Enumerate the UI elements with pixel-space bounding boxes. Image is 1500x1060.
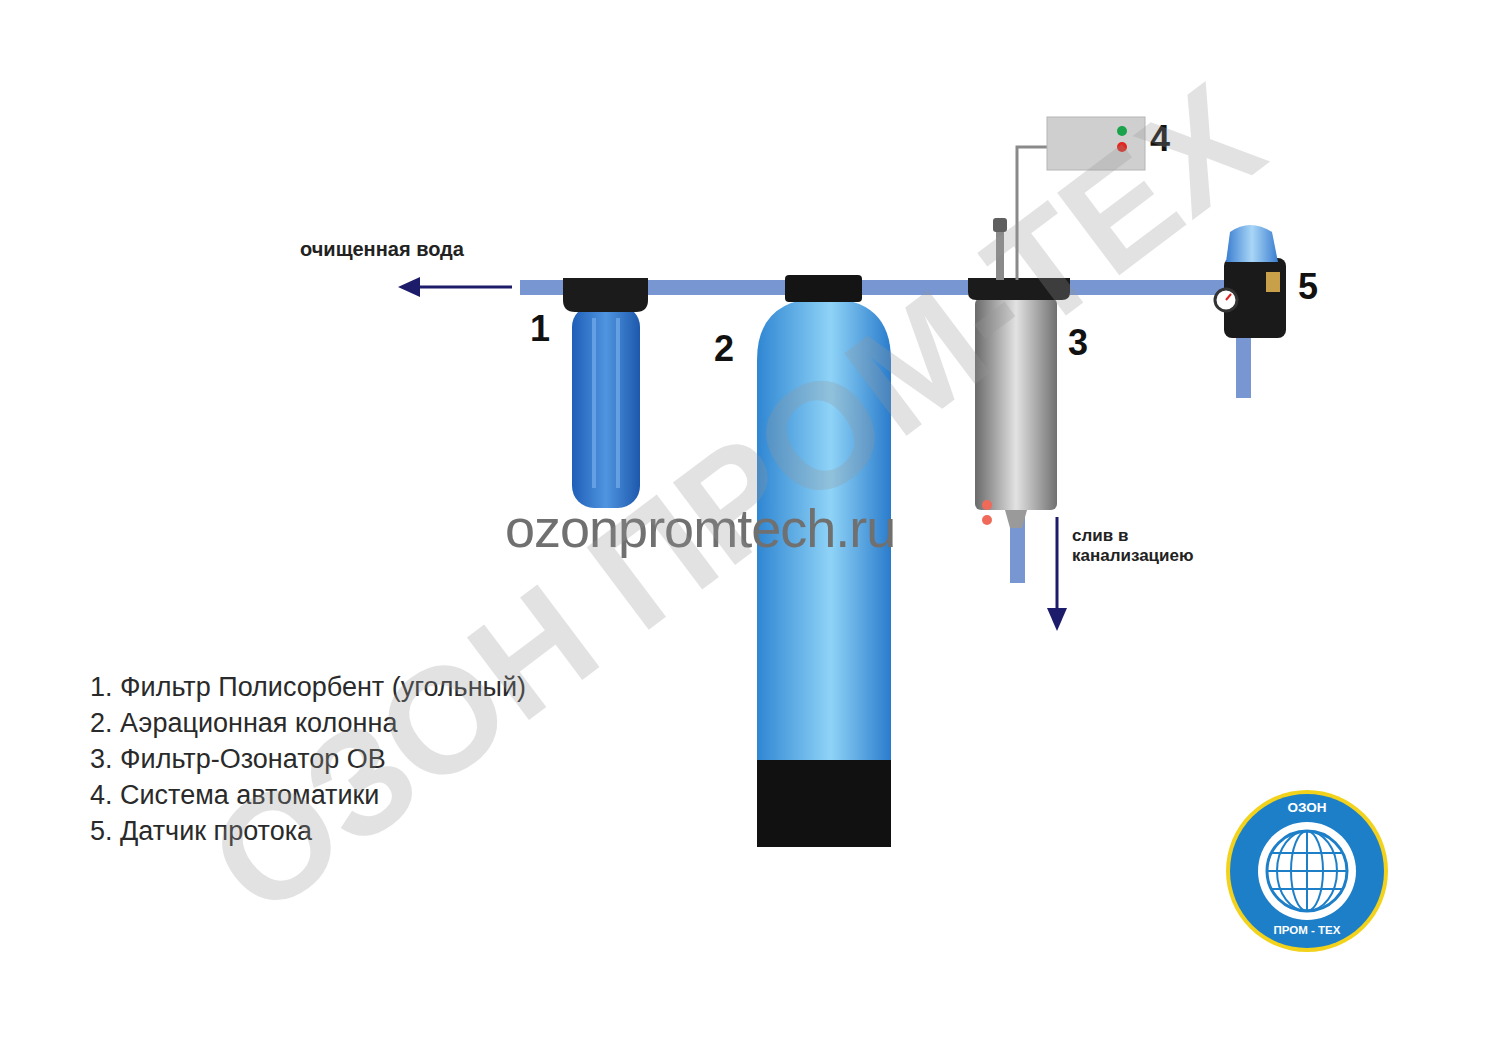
- company-logo: ОЗОН ПРОМ - ТЕХ: [1225, 789, 1389, 953]
- logo-subtitle: ПРОМ - ТЕХ: [1225, 925, 1389, 937]
- housing-rib: [592, 318, 596, 488]
- drain-arrow: [1056, 517, 1059, 615]
- drain-valve: [982, 515, 992, 525]
- pressure-gauge: [1215, 289, 1237, 311]
- column-valve: [785, 275, 862, 302]
- brand-watermark: ОЗОН ПРОМ-ТЕХ: [178, 51, 1292, 950]
- column-base: [757, 760, 891, 847]
- logo-part: [1226, 790, 1388, 952]
- callout-number: 1: [530, 308, 550, 349]
- drain-label: слив в канализациею: [1072, 526, 1212, 565]
- arrow-head: [1047, 608, 1067, 631]
- flow-label: очищенная вода: [300, 238, 464, 261]
- logo-part: [1267, 831, 1347, 911]
- flow-arrow: [410, 286, 512, 289]
- filter-cap: [563, 278, 648, 312]
- inlet-pipe: [1236, 330, 1251, 398]
- drain-valve: [982, 500, 992, 510]
- arrow-head: [398, 277, 420, 297]
- housing-rib: [616, 318, 620, 488]
- logo-part: [1267, 870, 1347, 872]
- sensor-label: [1266, 272, 1280, 292]
- callout-number: 5: [1298, 266, 1318, 307]
- gauge-needle: [1226, 294, 1231, 300]
- logo-part: [1272, 888, 1342, 890]
- callout-number: 2: [714, 328, 734, 369]
- logo-title: ОЗОН: [1225, 801, 1389, 815]
- drain-nozzle: [1005, 510, 1027, 528]
- logo-part: [1272, 852, 1342, 854]
- logo-part: [1258, 822, 1356, 920]
